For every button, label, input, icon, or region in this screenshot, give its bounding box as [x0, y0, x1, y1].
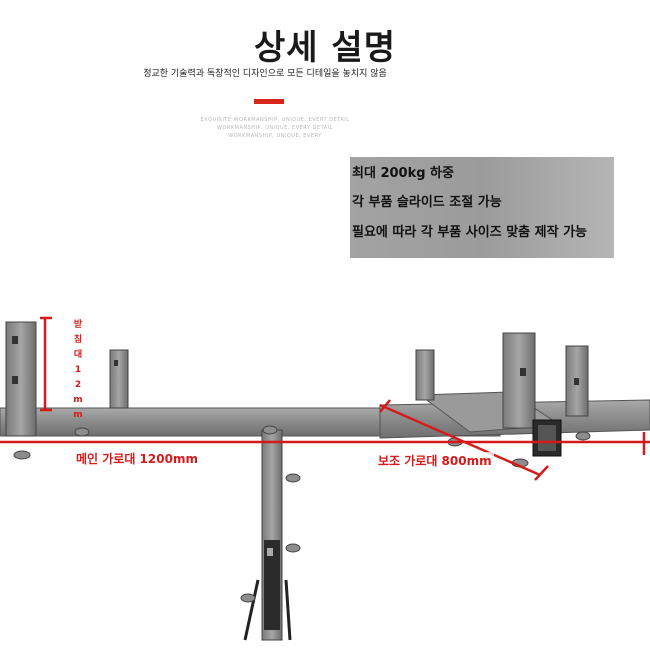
spec-load: 최대 200kg 하중 — [352, 166, 454, 181]
vlabel-char: 1 — [74, 365, 82, 375]
spec-slide: 각 부품 슬라이드 조절 가능 — [352, 195, 502, 210]
right-uprights — [415, 332, 589, 457]
left-upright — [5, 321, 37, 437]
watermark-text: EXQUISITE WORKMANSHIP, UNIQUE, EVERY DET… — [180, 116, 370, 140]
watermark-line: EXQUISITE WORKMANSHIP, UNIQUE, EVERY DET… — [200, 117, 350, 123]
dimension-lines — [0, 316, 650, 481]
watermark-line: WORKMANSHIP, UNIQUE, EVERY DETAIL — [217, 125, 333, 131]
vlabel-char: m — [73, 395, 83, 405]
spec-panel — [350, 157, 614, 258]
left-short-upright — [109, 349, 129, 409]
main-beam-label: 메인 가로대 1200mm — [74, 450, 200, 467]
page-subtitle: 정교한 기술력과 독창적인 디자인으로 모든 디테일을 놓치지 않음 — [143, 69, 387, 79]
accent-divider — [254, 99, 284, 104]
aux-beam-label: 보조 가로대 800mm — [376, 452, 494, 469]
watermark-line: WORKMANSHIP, UNIQUE, EVERY — [228, 133, 322, 139]
center-post — [243, 429, 292, 641]
vlabel-char: m — [73, 410, 83, 420]
page-title: 상세 설명 — [254, 28, 396, 68]
vlabel-char: 받 — [73, 320, 83, 330]
vlabel-char: 침 — [73, 335, 83, 345]
support-dimension-label: 받 침 대 1 2 m m — [72, 318, 84, 423]
vlabel-char: 2 — [74, 380, 82, 390]
spec-custom: 필요에 따라 각 부품 사이즈 맞춤 제작 가능 — [352, 225, 588, 240]
vlabel-char: 대 — [73, 350, 83, 360]
